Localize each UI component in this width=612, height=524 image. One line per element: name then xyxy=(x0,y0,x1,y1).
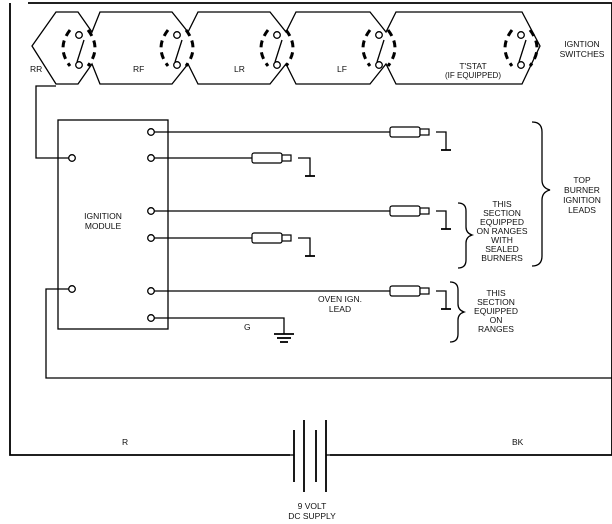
battery-9v xyxy=(290,420,330,492)
ignition-switch-rr xyxy=(61,29,97,69)
wire-label-r: R xyxy=(122,437,128,447)
sealed-note-3: EQUIPPED xyxy=(480,217,524,227)
ignition-lead-3 xyxy=(154,205,451,230)
brace-sealed-burners xyxy=(457,202,475,269)
module-terminal-supply xyxy=(68,285,76,293)
supply-label-2: DC SUPPLY xyxy=(288,511,336,521)
ignition-lead-2 xyxy=(154,152,315,177)
sealed-note-7: BURNERS xyxy=(481,253,523,263)
wire-module-supply xyxy=(45,288,612,379)
ignition-switch-rf xyxy=(159,29,195,69)
brace-oven-ranges xyxy=(449,281,467,343)
sealed-note-6: SEALED xyxy=(485,244,519,254)
ground-lead xyxy=(154,317,294,343)
ignition-switch-tstat xyxy=(503,29,539,69)
sealed-note-4: ON RANGES xyxy=(476,226,527,236)
ignition-switches-title-2: SWITCHES xyxy=(560,49,605,59)
module-label-2: MODULE xyxy=(85,221,122,231)
top-burner-label-1: TOP xyxy=(573,175,591,185)
wire-black-right xyxy=(330,3,612,456)
ranges-note-4: ON xyxy=(490,315,503,325)
switch-label-tstat-note: (IF EQUIPPED) xyxy=(445,71,501,80)
ranges-note-1: THIS xyxy=(486,288,506,298)
wire-label-bk: BK xyxy=(512,437,524,447)
ranges-note-2: SECTION xyxy=(477,297,515,307)
oven-lead-label-1: OVEN IGN. xyxy=(318,294,362,304)
switch-label-rr: RR xyxy=(30,64,42,74)
module-terminal-1 xyxy=(147,128,155,136)
module-terminal-ground xyxy=(147,314,155,322)
wire-red-left xyxy=(9,3,290,456)
ground-label: G xyxy=(244,322,251,332)
module-terminal-3 xyxy=(147,207,155,215)
top-burner-label-4: LEADS xyxy=(568,205,596,215)
top-burner-label-2: BURNER xyxy=(564,185,600,195)
module-terminal-oven xyxy=(147,287,155,295)
ranges-note-3: EQUIPPED xyxy=(474,306,518,316)
module-terminal-4 xyxy=(147,234,155,242)
module-terminal-2 xyxy=(147,154,155,162)
brace-top-burner xyxy=(531,121,551,267)
switch-label-lf: LF xyxy=(337,64,347,74)
switch-label-tstat: T'STAT xyxy=(459,61,486,71)
ignition-lead-1 xyxy=(154,126,451,151)
ignition-lead-4 xyxy=(154,232,315,257)
oven-lead-label-2: LEAD xyxy=(329,304,351,314)
oven-ignition-lead xyxy=(154,285,451,310)
ignition-switch-lr xyxy=(259,29,295,69)
sealed-note-1: THIS xyxy=(492,199,512,209)
wire-switches-to-module xyxy=(35,85,72,159)
module-terminal-input xyxy=(68,154,76,162)
ignition-module-box xyxy=(57,119,169,330)
sealed-note-2: SECTION xyxy=(483,208,521,218)
module-label-1: IGNITION xyxy=(84,211,122,221)
switch-strip-outline xyxy=(31,11,541,85)
sealed-note-5: WITH xyxy=(491,235,513,245)
switch-label-rf: RF xyxy=(133,64,144,74)
ignition-switches-title-1: IGNTION xyxy=(564,39,599,49)
switch-label-lr: LR xyxy=(234,64,245,74)
supply-label-1: 9 VOLT xyxy=(298,501,327,511)
ignition-switch-lf xyxy=(361,29,397,69)
ranges-note-5: RANGES xyxy=(478,324,514,334)
top-burner-label-3: IGNITION xyxy=(563,195,601,205)
